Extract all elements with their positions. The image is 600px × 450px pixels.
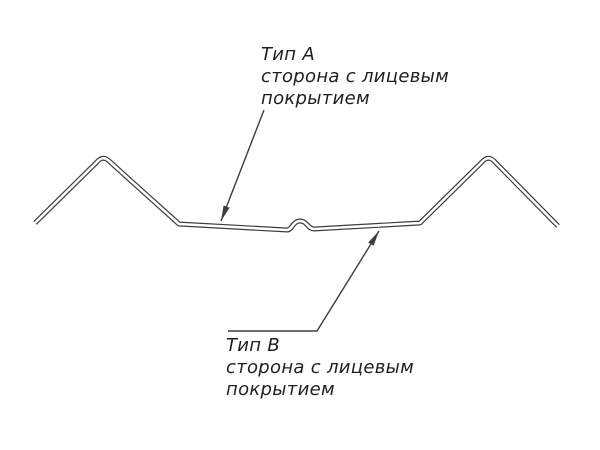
type-a-title: Тип А <box>261 44 315 65</box>
type-b-line2: покрытием <box>226 379 335 400</box>
type-b-line1: сторона с лицевым <box>226 357 415 378</box>
sheet-profile <box>33 155 560 233</box>
sheet-profile-outer-line <box>33 155 560 233</box>
type-a-line2: покрытием <box>261 88 370 109</box>
label-type-b: Тип В сторона с лицевым покрытием <box>226 335 414 401</box>
type-b-title: Тип В <box>226 335 281 356</box>
leader-line-type-b <box>228 230 380 332</box>
leader-line-type-a <box>220 109 265 222</box>
sheet-profile-inner-gap <box>34 156 559 232</box>
label-type-a: Тип А сторона с лицевым покрытием <box>261 44 449 110</box>
type-a-line1: сторона с лицевым <box>261 66 450 87</box>
